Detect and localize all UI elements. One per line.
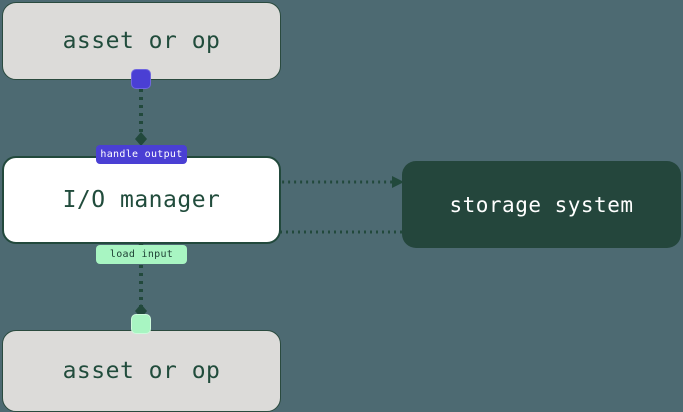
- output-port-handle-icon[interactable]: [131, 69, 151, 89]
- node-label: I/O manager: [62, 187, 221, 213]
- node-label: asset or op: [62, 358, 221, 384]
- edge-load-input-to-asset: [135, 265, 147, 318]
- edge-asset-to-handle-output: [135, 89, 147, 146]
- edge-label-load-input[interactable]: load input: [96, 245, 187, 264]
- node-label: storage system: [449, 192, 634, 217]
- node-storage-system[interactable]: storage system: [402, 161, 681, 248]
- input-port-handle-icon[interactable]: [131, 314, 151, 334]
- node-io-manager[interactable]: I/O manager: [2, 156, 281, 244]
- node-label: asset or op: [62, 28, 221, 54]
- node-asset-or-op-bottom[interactable]: asset or op: [2, 330, 281, 412]
- edge-label-handle-output[interactable]: handle output: [96, 145, 187, 164]
